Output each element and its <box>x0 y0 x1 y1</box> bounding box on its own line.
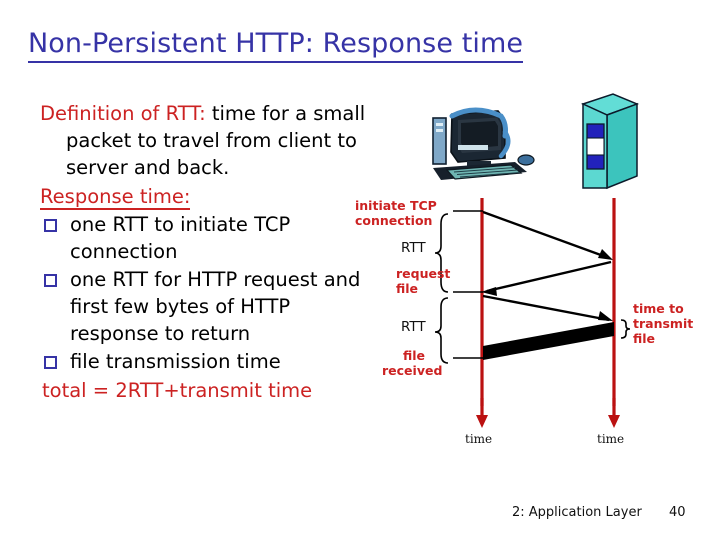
label-rtt-1: RTT <box>401 240 426 256</box>
bullet-label: file transmission time <box>70 350 281 373</box>
definition-label: Definition of RTT: <box>40 102 206 125</box>
response-time-diagram: initiate TCP connection RTT request file… <box>355 88 720 448</box>
arrow-http-request <box>482 294 613 322</box>
label-time-server: time <box>597 432 625 446</box>
definition-text: time for a small packet to travel from c… <box>66 102 366 179</box>
label-time-client: time <box>465 432 493 446</box>
bullet-item-file-transmission: file transmission time <box>40 348 370 375</box>
bullet-item-rtt-initiate: one RTT to initiate TCP connection <box>40 211 370 265</box>
label-transmit: transmit <box>633 316 694 331</box>
arrow-tcp-response <box>481 260 612 296</box>
total-line: total = 2RTT+transmit time <box>42 379 313 402</box>
response-time-heading: Response time: <box>40 185 191 210</box>
label-transmit-file: file <box>633 331 656 346</box>
body-content: Definition of RTT: time for a small pack… <box>40 100 370 404</box>
definition-paragraph: Definition of RTT: time for a small pack… <box>40 100 370 181</box>
label-rtt-2: RTT <box>401 319 426 335</box>
label-request: request <box>396 266 451 281</box>
slide-footer: 2: Application Layer 40 <box>0 505 720 527</box>
label-time-to: time to <box>633 301 684 316</box>
label-connection: connection <box>355 213 433 228</box>
footer-chapter: 2: Application Layer <box>512 505 642 520</box>
square-bullet-icon <box>44 356 57 369</box>
bullet-label: one RTT for HTTP request and first few b… <box>70 268 361 345</box>
desktop-computer-icon <box>432 107 535 180</box>
square-bullet-icon <box>44 219 57 232</box>
square-bullet-icon <box>44 274 57 287</box>
page-title-text: Non-Persistent HTTP: Response time <box>28 28 524 63</box>
label-file-received-1: file <box>403 348 426 363</box>
file-transmission-band <box>483 322 614 360</box>
bullet-item-rtt-http: one RTT for HTTP request and first few b… <box>40 266 370 347</box>
bullet-label: one RTT to initiate TCP connection <box>70 213 291 263</box>
footer-page-number: 40 <box>669 505 686 520</box>
label-file-received-2: received <box>382 363 443 378</box>
response-time-heading-row: Response time: <box>40 183 370 210</box>
time-arrow-server <box>608 398 620 428</box>
transmit-brace <box>620 319 631 339</box>
rtt-brace-2 <box>434 297 449 364</box>
rtt-brace-1 <box>434 213 449 293</box>
arrow-tcp-request <box>482 210 613 260</box>
diagram-canvas <box>432 93 640 428</box>
server-tower-icon <box>580 93 640 190</box>
label-file: file <box>396 281 419 296</box>
page-title: Non-Persistent HTTP: Response time <box>28 28 692 63</box>
time-arrow-client <box>476 398 488 428</box>
label-initiate-tcp: initiate TCP <box>355 198 437 213</box>
